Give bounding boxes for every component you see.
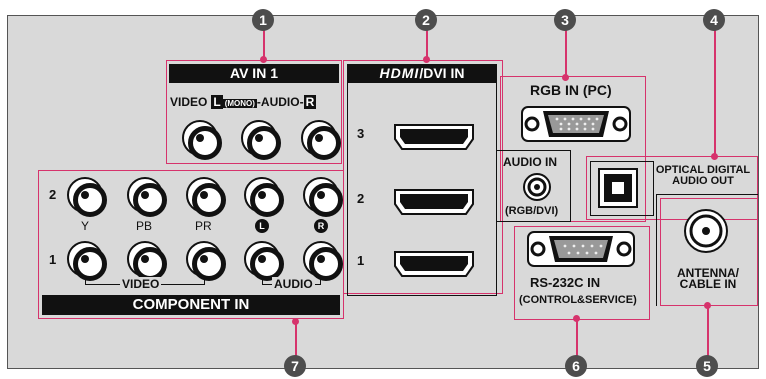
callout-3: 3 xyxy=(554,9,576,31)
rgb-pink-box xyxy=(500,76,646,222)
av-in-1-title: AV IN 1 xyxy=(169,64,339,83)
audio-in-box xyxy=(497,150,571,222)
hdmi-port-1-label: 1 xyxy=(357,253,365,268)
callout-6: 6 xyxy=(565,355,587,377)
mono-label: (MONO) xyxy=(222,99,257,108)
audio-in-label: AUDIO IN xyxy=(503,155,557,169)
component-2-y-jack[interactable] xyxy=(67,177,107,217)
av-audio-l-jack[interactable] xyxy=(241,120,281,160)
hdmi-port-3-label: 3 xyxy=(357,126,365,141)
pr-label: PR xyxy=(195,219,212,233)
antenna-label-line1: ANTENNA/ xyxy=(677,266,739,280)
audio-in-sub-label: (RGB/DVI) xyxy=(505,205,559,217)
callout-dot-7 xyxy=(292,318,299,325)
hdmi-port-2-label: 2 xyxy=(357,191,365,206)
video-group-label: VIDEO xyxy=(120,277,162,291)
callout-line-6 xyxy=(576,318,578,360)
component-1-pr-jack[interactable] xyxy=(186,241,226,281)
hdmi-logo: HDMI xyxy=(379,65,420,81)
hdmi-port-2[interactable] xyxy=(394,189,474,215)
component-2-audio-r-jack[interactable] xyxy=(303,177,343,217)
av-in-1-box xyxy=(166,60,342,164)
rgb-in-port[interactable] xyxy=(521,103,631,145)
optical-port[interactable] xyxy=(598,168,638,208)
optical-label-line2: AUDIO OUT xyxy=(672,175,734,187)
optical-pink-box xyxy=(586,156,758,220)
l-label: L xyxy=(211,95,223,109)
rs232-port[interactable] xyxy=(527,229,635,269)
callout-line-1 xyxy=(263,30,265,60)
callout-dot-6 xyxy=(573,315,580,322)
callout-5: 5 xyxy=(696,355,718,377)
component-pink-box xyxy=(38,170,344,319)
audio-label: -AUDIO- xyxy=(256,95,304,109)
optical-black-box xyxy=(590,161,654,216)
y-label: Y xyxy=(81,219,90,233)
callout-1: 1 xyxy=(252,9,274,31)
hdmi-port-3[interactable] xyxy=(394,124,474,150)
antenna-pink-box xyxy=(660,198,758,306)
callout-line-7 xyxy=(295,322,297,360)
audio-in-jack[interactable] xyxy=(522,172,552,202)
antenna-port[interactable] xyxy=(683,208,729,254)
component-row-2-label: 2 xyxy=(49,187,57,202)
audio-group-label: AUDIO xyxy=(272,277,315,291)
audio-l-label: L xyxy=(255,219,269,233)
optical-label-line1: OPTICAL DIGITAL xyxy=(655,164,751,176)
component-2-pb-jack[interactable] xyxy=(127,177,167,217)
callout-dot-1 xyxy=(260,56,267,63)
rgb-in-label: RGB IN (PC) xyxy=(530,82,612,98)
component-2-audio-l-jack[interactable] xyxy=(244,177,284,217)
callout-line-2 xyxy=(426,30,428,60)
callout-line-3 xyxy=(565,30,567,76)
hdmi-title: HDMI/DVI IN xyxy=(347,64,497,83)
callout-line-5 xyxy=(707,306,709,360)
av-audio-r-jack[interactable] xyxy=(301,120,341,160)
hdmi-suffix: /DVI IN xyxy=(419,65,465,81)
hdmi-port-1[interactable] xyxy=(394,251,474,277)
component-1-y-jack[interactable] xyxy=(67,241,107,281)
r-label: R xyxy=(303,95,317,109)
rs232-label: RS-232C IN xyxy=(530,275,601,290)
rs232-sub-label: (CONTROL&SERVICE) xyxy=(519,294,637,306)
antenna-black-box xyxy=(656,194,758,306)
antenna-label-line2: CABLE IN xyxy=(679,277,737,291)
callout-2: 2 xyxy=(415,9,437,31)
callout-dot-3 xyxy=(562,74,569,81)
hdmi-black-box xyxy=(347,64,497,296)
video-label: VIDEO xyxy=(170,95,208,109)
rs232-pink-box xyxy=(514,226,650,320)
component-1-audio-l-jack[interactable] xyxy=(244,241,284,281)
component-in-title: COMPONENT IN xyxy=(42,295,340,315)
component-row-1-label: 1 xyxy=(49,252,57,267)
av-video-jack[interactable] xyxy=(182,120,222,160)
antenna-label: ANTENNA/CABLE IN xyxy=(668,266,748,291)
callout-7: 7 xyxy=(284,355,306,377)
component-1-pb-jack[interactable] xyxy=(127,241,167,281)
component-2-pr-jack[interactable] xyxy=(186,177,226,217)
audio-r-label: R xyxy=(314,219,328,233)
callout-line-4 xyxy=(714,30,716,156)
callout-dot-2 xyxy=(423,56,430,63)
component-1-audio-r-jack[interactable] xyxy=(303,241,343,281)
pb-label: PB xyxy=(136,219,153,233)
callout-4: 4 xyxy=(703,9,725,31)
